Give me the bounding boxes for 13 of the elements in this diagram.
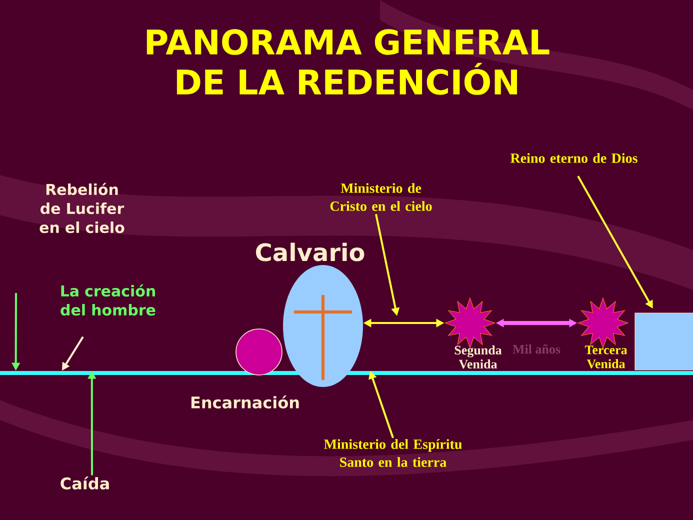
text-label: Encarnación [191,396,299,408]
text-label: La creación del hombre [60,284,156,316]
edge-label: Mil años [512,344,560,354]
text-label: Caída [60,476,109,490]
text-label: Segunda Venida [454,345,502,369]
text-label: Rebelión de Lucifer en el cielo [40,182,124,234]
text-label: Tercera Venida [584,346,628,368]
text-label: Calvario [256,242,364,262]
title: PANORAMA GENERAL DE LA REDENCIÓN [146,29,550,95]
text-label: Reino eterno de Dios [510,153,638,163]
text-label: Ministerio del Espíritu Santo en la tierra [324,439,462,467]
box-shape [634,312,693,370]
text-label: Ministerio de Cristo en el cielo [330,183,432,211]
